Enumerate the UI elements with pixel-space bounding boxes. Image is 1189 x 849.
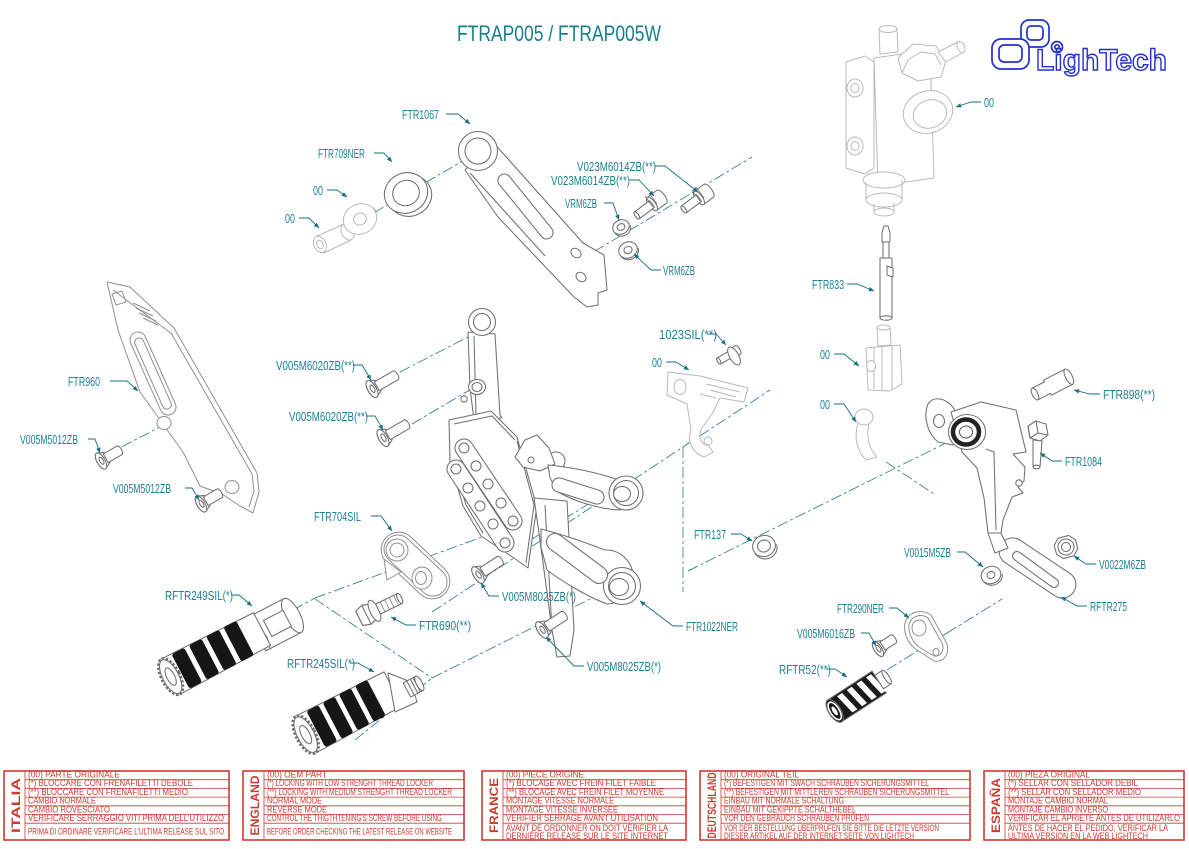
svg-text:(00) ORIGINAL TEIL: (00) ORIGINAL TEIL	[724, 770, 799, 780]
svg-text:VERIFIER SERRAGE AVANT UTILISA: VERIFIER SERRAGE AVANT UTILISATION	[506, 813, 658, 823]
svg-text:1023SIL(**): 1023SIL(**)	[659, 327, 717, 342]
svg-text:FTR1022NER: FTR1022NER	[686, 619, 738, 634]
svg-text:DEUTSCHLAND: DEUTSCHLAND	[705, 772, 719, 838]
svg-text:RFTR245SIL(*): RFTR245SIL(*)	[287, 656, 355, 671]
svg-text:REVERSE MODE: REVERSE MODE	[267, 804, 327, 814]
svg-text:ESPAÑA: ESPAÑA	[988, 778, 1003, 833]
svg-text:BEFORE ORDER CHECKING THE LATE: BEFORE ORDER CHECKING THE LATEST RELEASE…	[267, 827, 452, 837]
svg-text:FTR1084: FTR1084	[1065, 454, 1102, 469]
svg-text:(00) PIEZA ORIGINAL: (00) PIEZA ORIGINAL	[1008, 770, 1090, 780]
svg-text:RFTR275: RFTR275	[1090, 599, 1127, 614]
svg-text:RFTR249SIL(*): RFTR249SIL(*)	[165, 588, 233, 603]
svg-text:FTR704SIL: FTR704SIL	[314, 509, 361, 524]
svg-text:(*) BLOCAGE AVEC FREIN FILET: (*) BLOCAGE AVEC FREIN FILET FAIBLE	[506, 778, 656, 788]
svg-text:(**) BLOCAGE AVEC FREIN FILET: (**) BLOCAGE AVEC FREIN FILET MOYENNE	[506, 787, 664, 797]
svg-text:NORMAL MODE: NORMAL MODE	[267, 796, 322, 806]
svg-text:V005M5012ZB: V005M5012ZB	[113, 481, 171, 496]
svg-text:DERNIÈRE RELEASE SUR LE SITE I: DERNIÈRE RELEASE SUR LE SITE INTERNET	[506, 831, 669, 841]
svg-text:FTR1067: FTR1067	[402, 107, 439, 122]
svg-text:CONTROL THE THIGTHTENING'S SCR: CONTROL THE THIGTHTENING'S SCREW BEFORE …	[267, 813, 442, 823]
svg-text:(*) BLOCCARE CON FRENAFILETT: (*) BLOCCARE CON FRENAFILETTI DEBOLE	[28, 778, 193, 788]
svg-text:DIESER ARTIKEL AUF DER INTERNE: DIESER ARTIKEL AUF DER INTERNET SEITE VO…	[724, 831, 914, 841]
svg-text:00: 00	[820, 347, 830, 362]
svg-text:FTR833: FTR833	[812, 277, 844, 292]
svg-text:00: 00	[820, 397, 830, 412]
svg-text:FTR137: FTR137	[694, 527, 726, 542]
svg-text:(00) OEM PART: (00) OEM PART	[267, 770, 328, 780]
svg-text:V005M6016ZB: V005M6016ZB	[797, 626, 855, 641]
svg-text:FTR690(**): FTR690(**)	[419, 618, 471, 633]
svg-text:EINBAU MIT NORMALE SCHALTUNG: EINBAU MIT NORMALE SCHALTUNG	[724, 796, 844, 806]
svg-text:FTRAP005 / FTRAP005W: FTRAP005 / FTRAP005W	[457, 21, 661, 46]
svg-text:00: 00	[285, 211, 295, 226]
svg-text:FTR960: FTR960	[68, 374, 100, 389]
svg-text:EINBAU MIT GEKIPPTE SCHALTHEBE: EINBAU MIT GEKIPPTE SCHALTHEBEL	[724, 804, 856, 814]
svg-text:MONTAGE VITESSE NORMALE: MONTAGE VITESSE NORMALE	[506, 796, 614, 806]
svg-text:V0015M5ZB: V0015M5ZB	[904, 545, 951, 560]
svg-text:VOR DEN GEBRAUCH SCHRAUBEN PRÜ: VOR DEN GEBRAUCH SCHRAUBEN PRÜFEN	[724, 813, 869, 823]
svg-text:AVANT DE ORDONNER ON DOIT VÉRI: AVANT DE ORDONNER ON DOIT VÉRIFIER LA	[506, 823, 668, 833]
svg-text:VRM6ZB: VRM6ZB	[663, 263, 695, 278]
svg-text:VERIFICARE SERRAGGIO VITI PRIM: VERIFICARE SERRAGGIO VITI PRIMA DELL'UTI…	[28, 813, 224, 823]
svg-text:(**) SELLAR CON SELLADOR MEDI: (**) SELLAR CON SELLADOR MEDIO	[1008, 787, 1141, 797]
svg-text:ITALIA: ITALIA	[9, 778, 23, 833]
svg-text:ANTES DE HACER EL PEDIDO, VERI: ANTES DE HACER EL PEDIDO, VERIFICAR LA	[1008, 823, 1168, 833]
svg-text:(**) LOCKING WITH MEDIUM STRE: (**) LOCKING WITH MEDIUM STRENGHT THREAD…	[267, 787, 452, 797]
svg-text:MONTAGE VITESSE INVERSEE: MONTAGE VITESSE INVERSEE	[506, 804, 618, 814]
svg-text:MONTAJE CAMBIO NORMAL: MONTAJE CAMBIO NORMAL	[1008, 796, 1108, 806]
svg-text:(*) LOCKING WITH LOW STRENGH: (*) LOCKING WITH LOW STRENGHT THREAD LOC…	[267, 778, 433, 788]
svg-text:(**) BEFESTIGEN MIT MITTLEREN: (**) BEFESTIGEN MIT MITTLEREN SCHRAUBEN …	[724, 787, 949, 797]
svg-text:V023M6014ZB(**): V023M6014ZB(**)	[551, 173, 630, 188]
svg-text:V0022M6ZB: V0022M6ZB	[1099, 557, 1146, 572]
svg-text:(00) PIECE ORIGINE: (00) PIECE ORIGINE	[506, 770, 584, 780]
svg-text:CAMBIO NORMALE: CAMBIO NORMALE	[28, 796, 96, 806]
svg-text:FTR898(**): FTR898(**)	[1103, 387, 1155, 402]
svg-text:FRANCE: FRANCE	[487, 778, 501, 833]
svg-text:PRIMA DI ORDINARE VERIFICARE L: PRIMA DI ORDINARE VERIFICARE L'ULTIMA RE…	[28, 827, 224, 837]
svg-text:ENGLAND: ENGLAND	[248, 775, 262, 835]
svg-text:V005M8025ZB(*): V005M8025ZB(*)	[502, 589, 576, 604]
svg-text:VOR DER BESTELLUNG ÜBERPRÜFEN: VOR DER BESTELLUNG ÜBERPRÜFEN SIE BITTE …	[724, 823, 939, 833]
svg-text:FTR709NER: FTR709NER	[318, 146, 365, 161]
svg-text:V005M5012ZB: V005M5012ZB	[20, 432, 78, 447]
svg-text:FTR290NER: FTR290NER	[837, 601, 884, 616]
svg-text:V005M6020ZB(**): V005M6020ZB(**)	[289, 409, 368, 424]
svg-text:CAMBIO ROVESCIATO: CAMBIO ROVESCIATO	[28, 804, 110, 814]
svg-text:V005M8025ZB(*): V005M8025ZB(*)	[587, 659, 661, 674]
svg-text:(00) PARTE ORIGINALE: (00) PARTE ORIGINALE	[28, 770, 120, 780]
svg-text:VRM6ZB: VRM6ZB	[565, 196, 597, 211]
svg-text:LighTech: LighTech	[1036, 44, 1167, 77]
svg-text:(**) BLOCCARE CON FRENAFILETT: (**) BLOCCARE CON FRENAFILETTI MEDIO	[28, 787, 188, 797]
svg-text:MONTAJE CAMBIO INVERSO: MONTAJE CAMBIO INVERSO	[1008, 804, 1108, 814]
svg-text:00: 00	[984, 95, 994, 110]
svg-text:V023M6014ZB(**): V023M6014ZB(**)	[577, 159, 656, 174]
svg-text:VERIFICAR EL APRIETE ANTES DE: VERIFICAR EL APRIETE ANTES DE UTILIZARLO	[1008, 813, 1180, 823]
svg-text:V005M6020ZB(**): V005M6020ZB(**)	[276, 358, 355, 373]
svg-text:(*) SELLAR CON SELLADOR DEBI: (*) SELLAR CON SELLADOR DEBIL	[1008, 778, 1138, 788]
svg-text:ULTIMA VERSION EN LA WEB LIGHT: ULTIMA VERSION EN LA WEB LIGHTECH	[1008, 831, 1148, 841]
svg-text:00: 00	[652, 355, 662, 370]
svg-text:(*) BEFESTIGEN MIT SWACH SCH: (*) BEFESTIGEN MIT SWACH SCHRAUBEN SICHE…	[724, 778, 929, 788]
svg-text:00: 00	[313, 183, 323, 198]
svg-text:RFTR52(**): RFTR52(**)	[779, 662, 831, 677]
